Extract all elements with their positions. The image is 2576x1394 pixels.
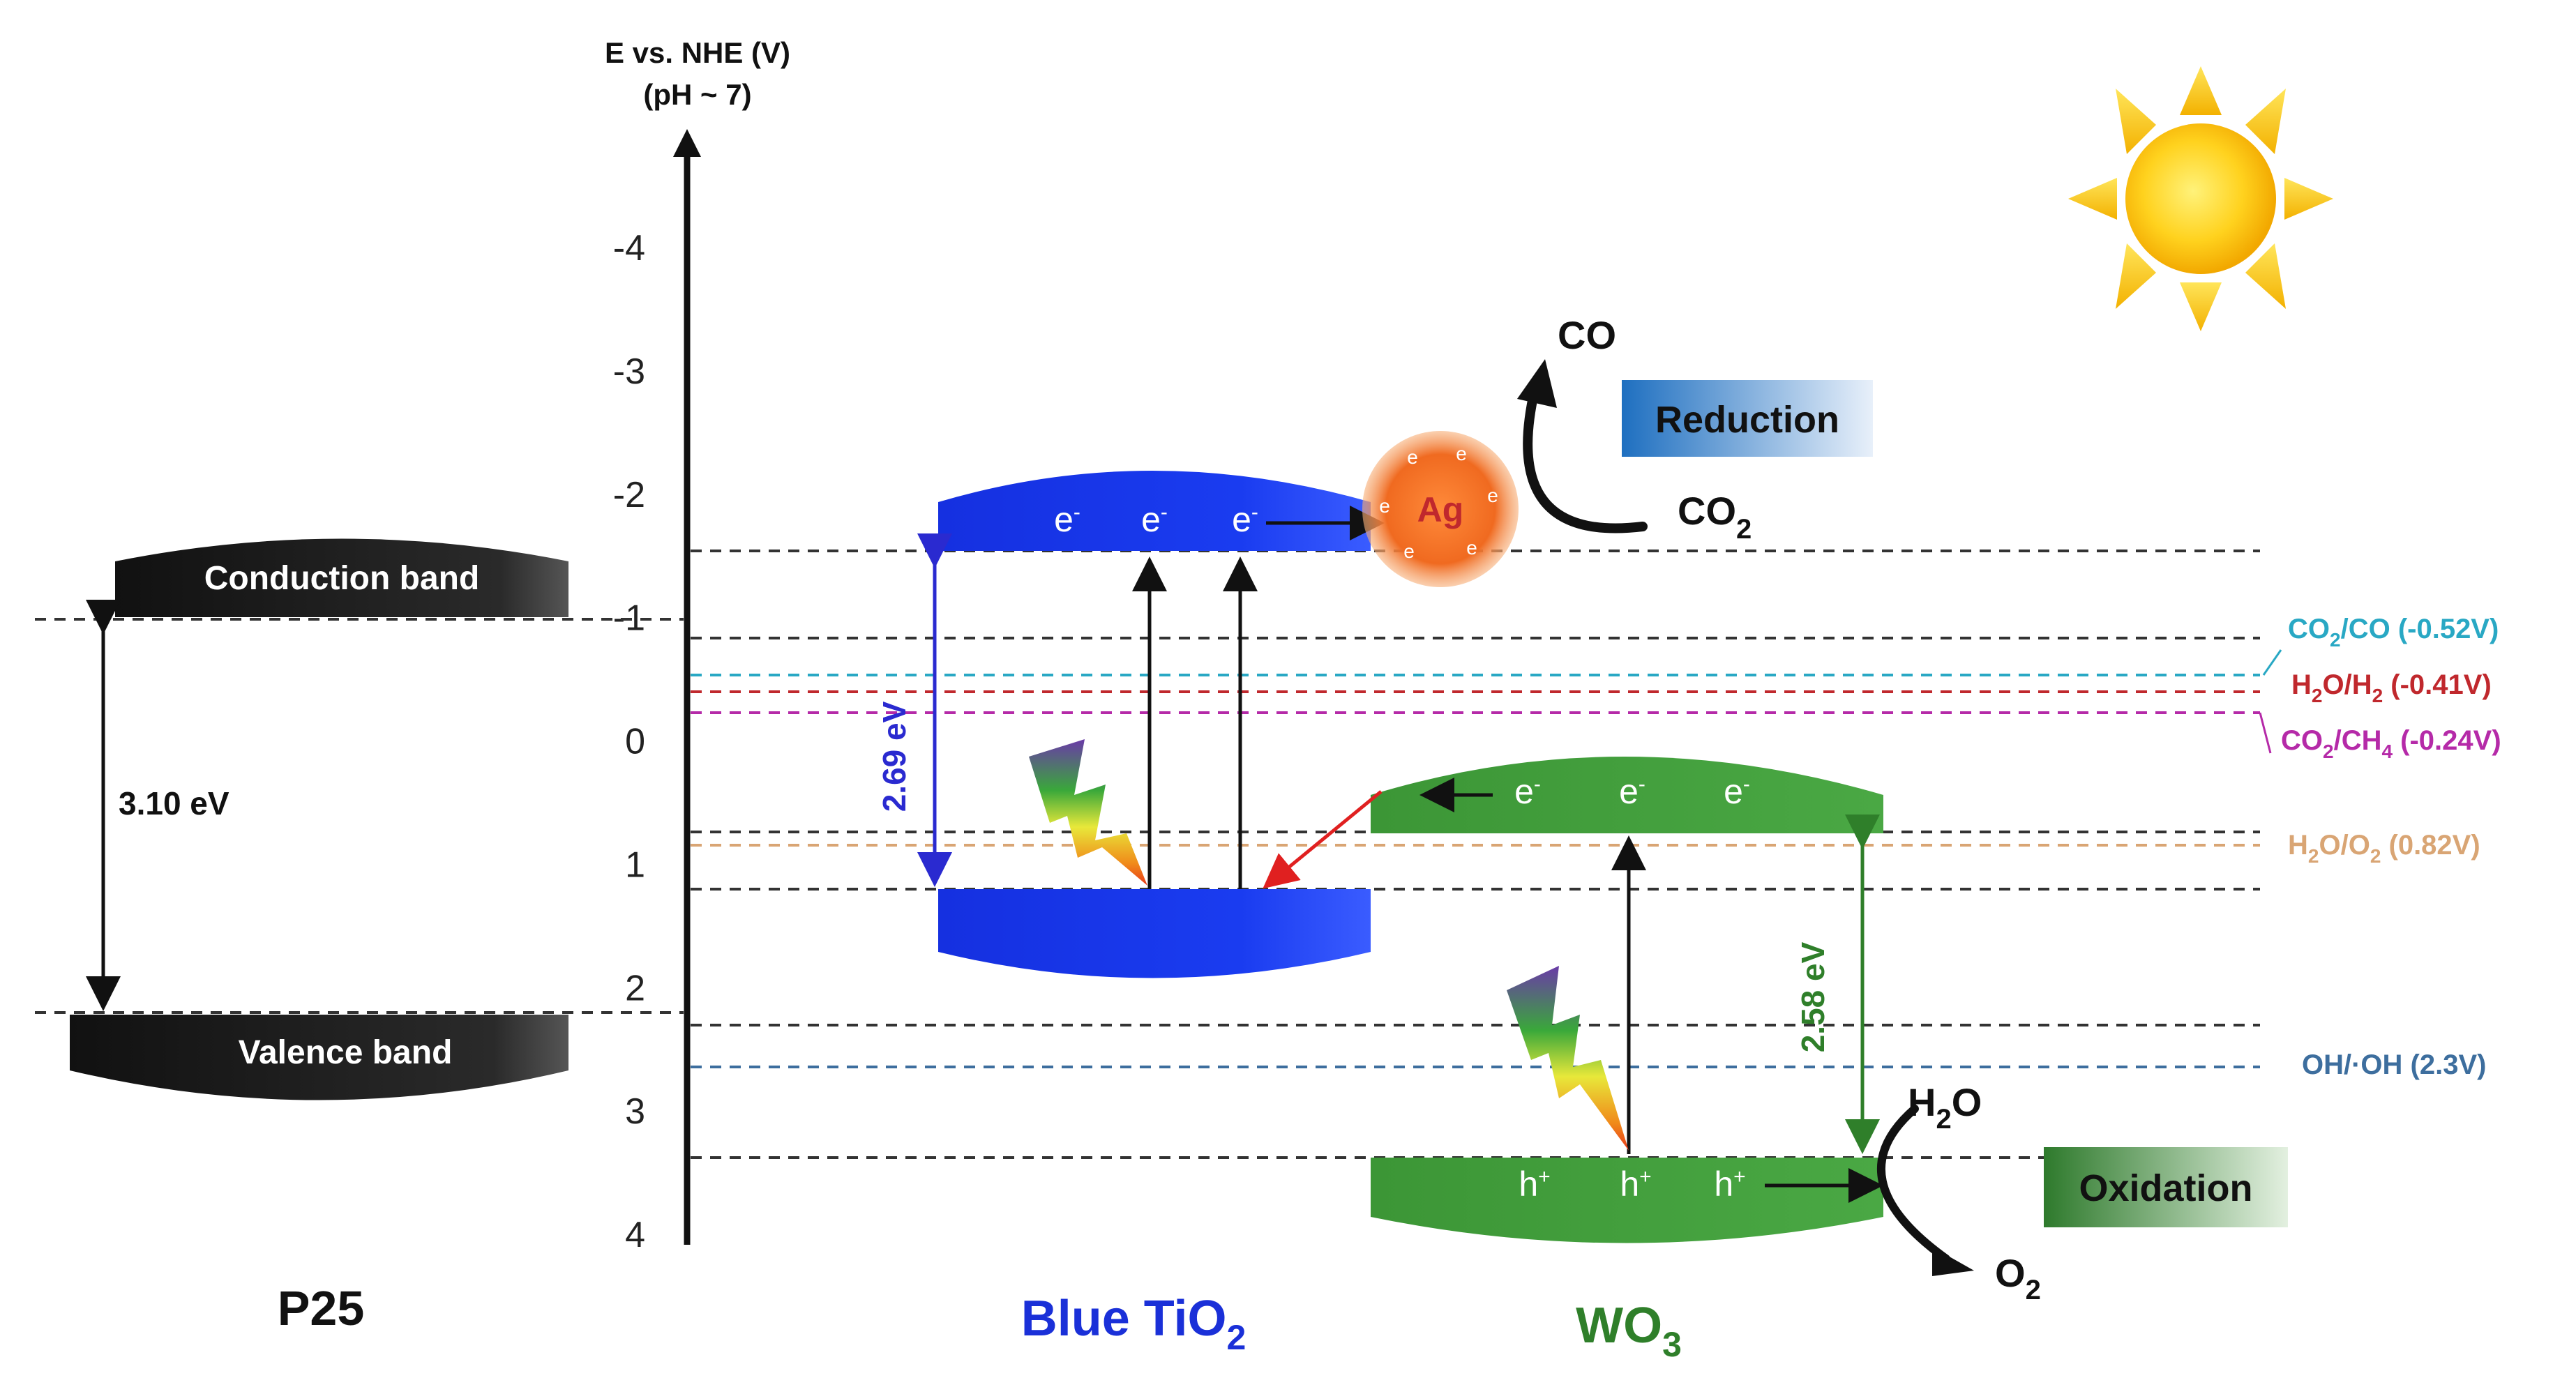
oxidation-box [2044, 1147, 2288, 1227]
ag-electron: e [1466, 537, 1477, 559]
axis-tick-label: -3 [613, 351, 645, 392]
tio2-electron: e- [1054, 500, 1080, 539]
axis-tick-label: 4 [625, 1215, 645, 1255]
p25-valence-band-label: Valence band [239, 1034, 453, 1071]
p25-label: P25 [278, 1281, 365, 1335]
tio2-electrons: e- e- e- [1054, 500, 1258, 539]
ag-electron: e [1407, 446, 1418, 468]
axis-title-line1: E vs. NHE (V) [605, 36, 790, 69]
reduction-cycle-arrow [1523, 386, 1648, 533]
tio2-electron: e- [1232, 500, 1258, 539]
axis-tick-label: -4 [613, 228, 645, 268]
wo3-lightning-icon [1507, 966, 1629, 1151]
wo3-electron: e- [1514, 772, 1541, 811]
axis-title-line2: (pH ~ 7) [643, 78, 751, 111]
wo3-holes: h+ h+ h+ [1519, 1165, 1745, 1204]
wo3-label: WO3 [1576, 1298, 1682, 1364]
potential-label: H2O/O2 (0.82V) [2288, 830, 2480, 867]
ag-label: Ag [1417, 490, 1464, 529]
wo3-electron: e- [1619, 772, 1645, 811]
p25-valence-band [70, 1015, 568, 1100]
oxidation-cycle-arrow [1877, 1105, 1950, 1263]
reduction-label: Reduction [1655, 399, 1839, 441]
p25-group: Conduction band Valence band 3.10 eV P25 [70, 538, 568, 1335]
tio2-valence-band [938, 889, 1371, 978]
z-scheme-transfer-arrow [1263, 790, 1383, 889]
redox-potential-labels: CO2/CO (-0.52V) H2O/H2 (-0.41V) CO2/CH4 (-… [2259, 614, 2501, 1080]
reduction-reactant-co2: CO2 [1678, 489, 1752, 545]
wo3-group: e- e- e- h+ h+ h+ 2.58 eV WO3 [1371, 757, 1883, 1364]
tio2-band-gap: 2.69 eV [876, 701, 912, 812]
oxidation-cycle: H2O O2 Oxidation [1877, 1080, 2288, 1305]
wo3-band-gap: 2.58 eV [1795, 941, 1831, 1052]
wo3-electrons: e- e- e- [1514, 772, 1750, 811]
oxidation-product-o2: O2 [1995, 1251, 2041, 1305]
tio2-electron: e- [1141, 500, 1168, 539]
wo3-conduction-band [1371, 757, 1883, 833]
sun-icon [2068, 66, 2333, 331]
ag-nanoparticle: Ag e e e e e e [1362, 431, 1519, 587]
p25-conduction-band [115, 538, 568, 617]
p25-band-gap: 3.10 eV [119, 785, 229, 821]
oxidation-reactant-h2o: H2O [1908, 1080, 1982, 1135]
ag-electron: e [1456, 443, 1467, 464]
wo3-hole: h+ [1519, 1165, 1550, 1204]
tio2-lightning-icon [1029, 739, 1147, 886]
wo3-electron: e- [1724, 772, 1750, 811]
axis-tick-label: -2 [613, 475, 645, 515]
potential-label: OH/·OH (2.3V) [2302, 1050, 2486, 1080]
axis-tick-label: 0 [625, 722, 645, 762]
potential-label: H2O/H2 (-0.41V) [2291, 669, 2492, 706]
axis-tick-label: 1 [625, 844, 645, 885]
potential-label-list: CO2/CO (-0.52V) H2O/H2 (-0.41V) CO2/CH4 (-… [2281, 614, 2501, 1080]
wo3-valence-band [1371, 1158, 1883, 1243]
ag-electron: e [1487, 485, 1498, 506]
tio2-conduction-band [938, 471, 1371, 551]
axis-tick-label: 2 [625, 968, 645, 1008]
reduction-product-co: CO [1558, 313, 1616, 357]
axis-tick-label: 3 [625, 1091, 645, 1132]
ag-electron: e [1379, 495, 1390, 517]
reduction-box [1622, 380, 1873, 457]
blue-tio2-group: e- e- e- 2.69 eV Blue TiO2 [876, 471, 1385, 1357]
potential-label: CO2/CO (-0.52V) [2288, 614, 2499, 651]
potential-label: CO2/CH4 (-0.24V) [2281, 725, 2501, 762]
reduction-cycle: CO CO2 Reduction [1517, 313, 1873, 545]
wo3-hole: h+ [1714, 1165, 1745, 1204]
p25-conduction-band-label: Conduction band [204, 560, 480, 597]
ag-electron: e [1403, 540, 1415, 562]
oxidation-label: Oxidation [2079, 1167, 2252, 1209]
wo3-hole: h+ [1620, 1165, 1651, 1204]
blue-tio2-label: Blue TiO2 [1021, 1291, 1246, 1357]
